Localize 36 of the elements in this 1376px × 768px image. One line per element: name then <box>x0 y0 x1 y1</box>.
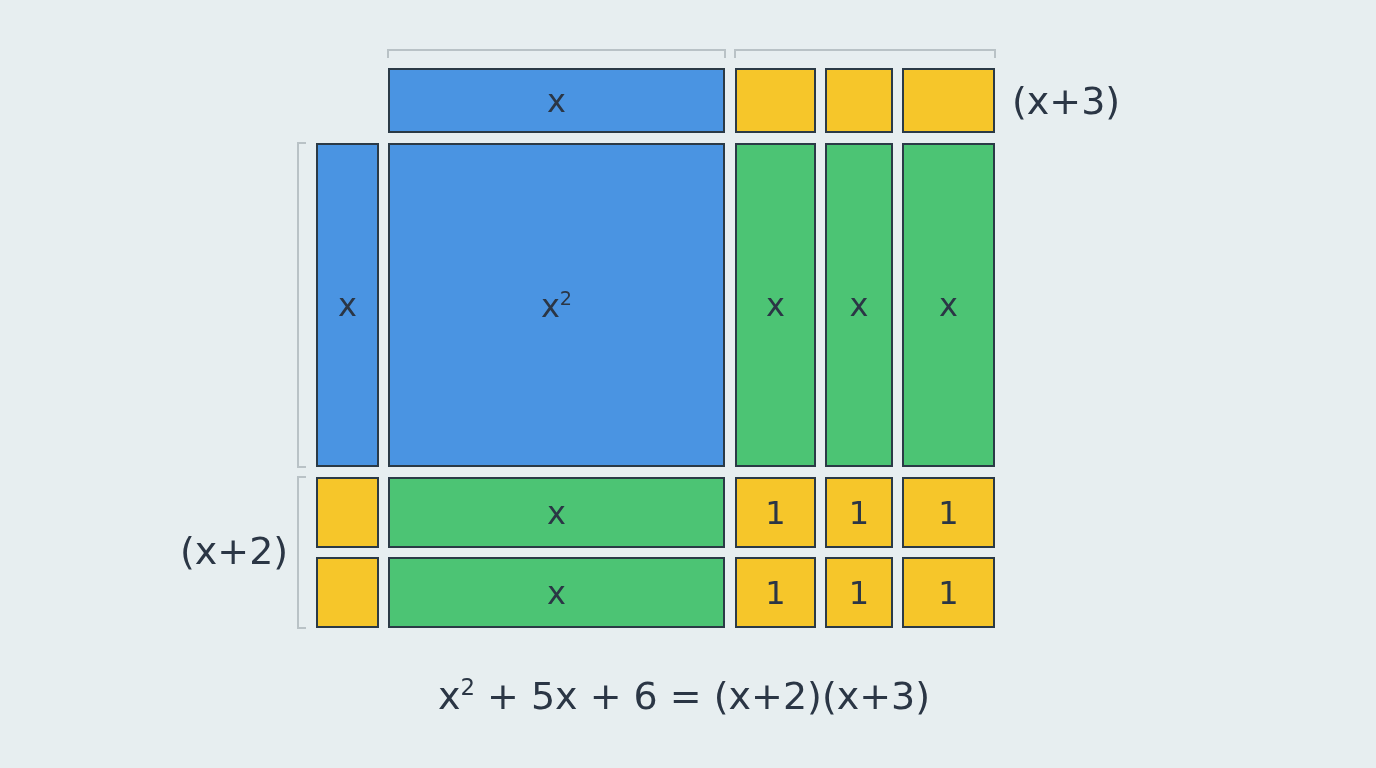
tile-label: x$^{2}$ <box>540 288 573 322</box>
algebra-tile <box>735 143 816 467</box>
algebra-tile <box>735 477 816 548</box>
dimension-label: (x+2) <box>180 532 289 570</box>
tile-label: 1 <box>938 576 959 609</box>
tile-label: x <box>547 496 566 529</box>
algebra-tile <box>388 68 725 133</box>
tile-label: x <box>547 84 566 117</box>
tile-label: x <box>939 289 958 321</box>
tile-label: 1 <box>765 576 786 609</box>
algebra-tile <box>902 68 995 133</box>
algebra-tile <box>825 68 893 133</box>
algebra-tile <box>388 477 725 548</box>
algebra-tile <box>316 557 379 628</box>
tile-label: 1 <box>848 496 870 529</box>
dimension-label: (x+3) <box>1012 82 1121 120</box>
tile-label: x <box>849 289 869 321</box>
tile-label: 1 <box>938 496 959 529</box>
algebra-tile <box>825 143 893 467</box>
algebra-tile <box>735 68 816 133</box>
tile-label: x <box>338 289 357 321</box>
algebra-tile <box>902 557 995 628</box>
algebra-tile <box>825 477 893 548</box>
algebra-tile <box>388 557 725 628</box>
algebra-tile <box>316 143 379 467</box>
tile-label: 1 <box>765 496 786 529</box>
tile-label: x <box>547 576 566 609</box>
tile-label: x <box>766 289 785 321</box>
algebra-tile <box>316 477 379 548</box>
algebra-tile <box>735 557 816 628</box>
tile-label: 1 <box>848 576 870 609</box>
algebra-tile <box>902 143 995 467</box>
algebra-tile <box>902 477 995 548</box>
algebra-tile <box>388 143 725 467</box>
equation-caption: x$^{2}$ + 5x + 6 = (x+2)(x+3) <box>437 676 931 715</box>
algebra-tile <box>825 557 893 628</box>
